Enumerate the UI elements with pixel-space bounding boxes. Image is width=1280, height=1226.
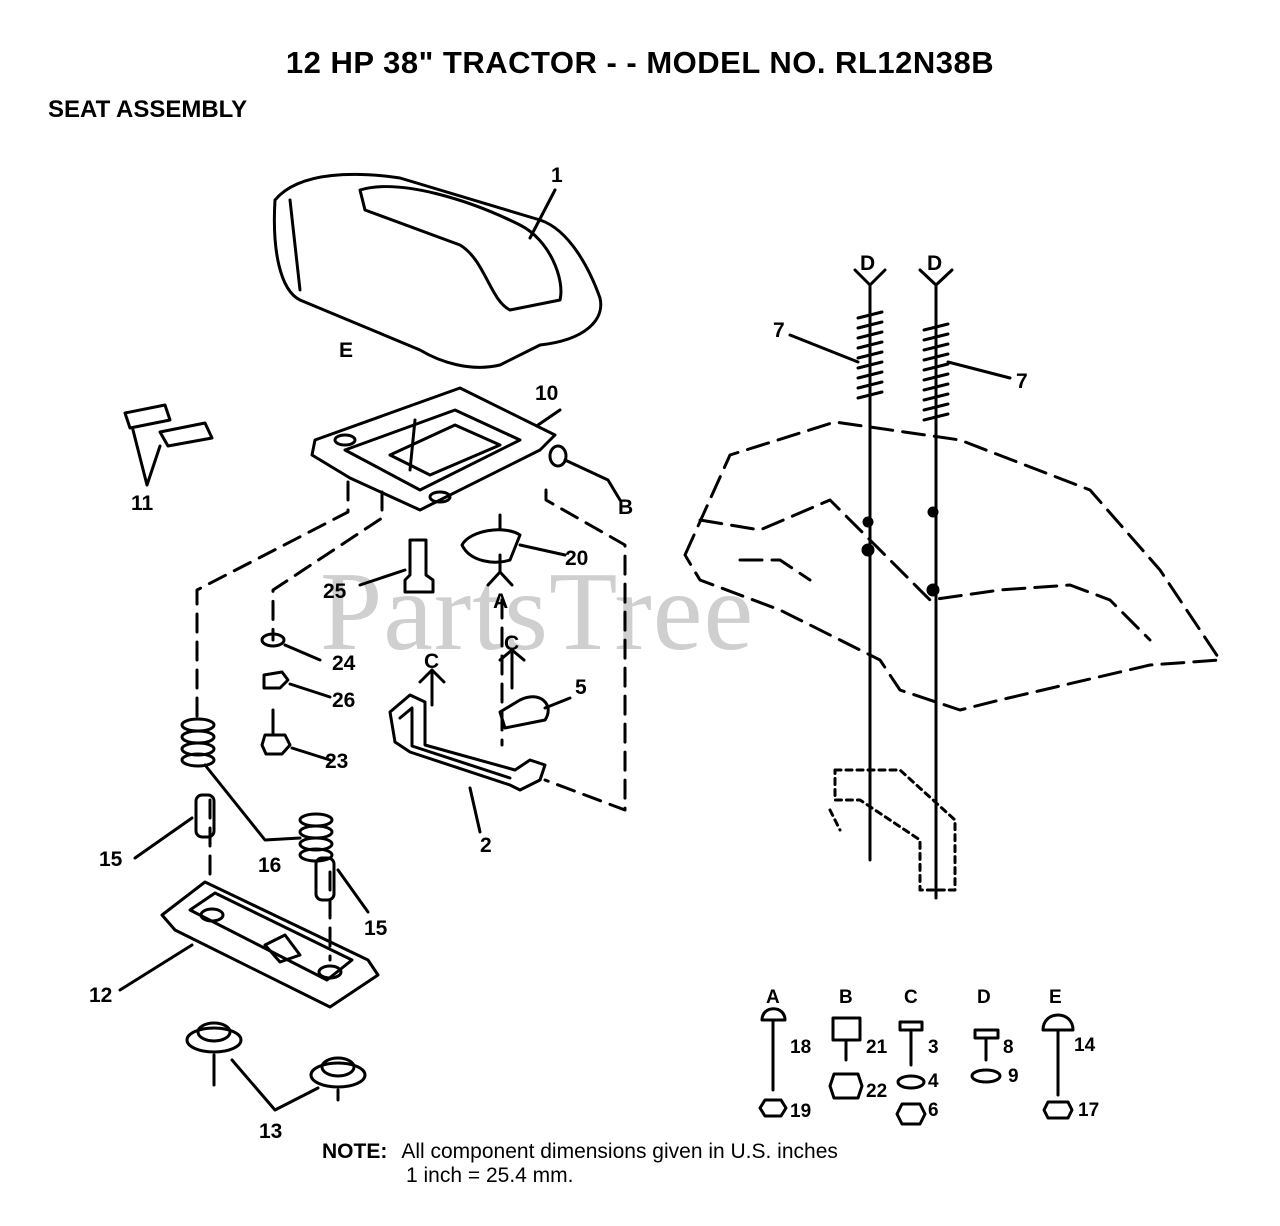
bracket-outline [828, 768, 957, 892]
hw-part-4: 4 [928, 1071, 939, 1092]
hw-label-A: A [766, 987, 780, 1008]
ref-C-left: C [424, 650, 439, 673]
watermark: PartsTree [320, 550, 755, 674]
seat-bracket-part [388, 693, 547, 792]
callout-23: 23 [325, 750, 348, 773]
callout-11: 11 [131, 492, 154, 515]
hw-part-3: 3 [928, 1037, 939, 1058]
callout-15a: 15 [99, 848, 123, 871]
hw-part-14: 14 [1074, 1035, 1096, 1056]
note-line2: 1 inch = 25.4 mm. [406, 1164, 574, 1187]
ref-E: E [339, 339, 353, 362]
callout-12: 12 [89, 984, 112, 1007]
callout-2: 2 [480, 834, 492, 857]
hw-label-C: C [904, 987, 918, 1008]
base-plate-part [160, 880, 380, 1009]
fender-outline [683, 420, 1222, 712]
callout-13: 13 [259, 1120, 282, 1143]
ref-A: A [493, 590, 508, 613]
note-label: NOTE: [322, 1140, 388, 1163]
hw-part-6: 6 [928, 1100, 939, 1121]
callout-25: 25 [323, 580, 347, 603]
callout-24: 24 [332, 652, 356, 675]
callout-7b: 7 [1016, 370, 1028, 393]
callout-5: 5 [575, 676, 587, 699]
ref-C-right: C [504, 632, 519, 655]
callout-10: 10 [535, 382, 558, 405]
hw-part-18: 18 [790, 1037, 811, 1058]
seat-part [272, 172, 603, 369]
hw-part-17: 17 [1078, 1100, 1099, 1121]
rod-springs-part [856, 310, 950, 422]
springs-part [180, 717, 334, 863]
ref-B: B [618, 496, 633, 519]
callout-15b: 15 [364, 917, 388, 940]
callout-20: 20 [565, 547, 588, 570]
hw-part-9: 9 [1008, 1066, 1019, 1087]
hw-part-21: 21 [866, 1037, 888, 1058]
ref-D-left: D [860, 252, 875, 275]
callout-16: 16 [258, 854, 281, 877]
hardware-key [758, 1007, 1075, 1126]
hw-part-22: 22 [866, 1081, 887, 1102]
hw-label-D: D [977, 987, 991, 1008]
section-title: SEAT ASSEMBLY [48, 96, 248, 123]
note-line1: All component dimensions given in U.S. i… [401, 1140, 838, 1163]
page-title: 12 HP 38" TRACTOR - - MODEL NO. RL12N38B [285, 45, 995, 80]
seat-pan-part [310, 386, 568, 512]
callout-26: 26 [332, 689, 355, 712]
hw-label-E: E [1049, 987, 1062, 1008]
hw-label-B: B [839, 987, 853, 1008]
ref-D-right: D [927, 252, 942, 275]
callout-1: 1 [551, 164, 563, 187]
callout-7a: 7 [773, 319, 785, 342]
dimension-note: NOTE: All component dimensions given in U… [322, 1140, 838, 1188]
hw-part-19: 19 [790, 1101, 811, 1122]
seat-pads-part [123, 403, 214, 448]
hw-part-8: 8 [1003, 1037, 1014, 1058]
